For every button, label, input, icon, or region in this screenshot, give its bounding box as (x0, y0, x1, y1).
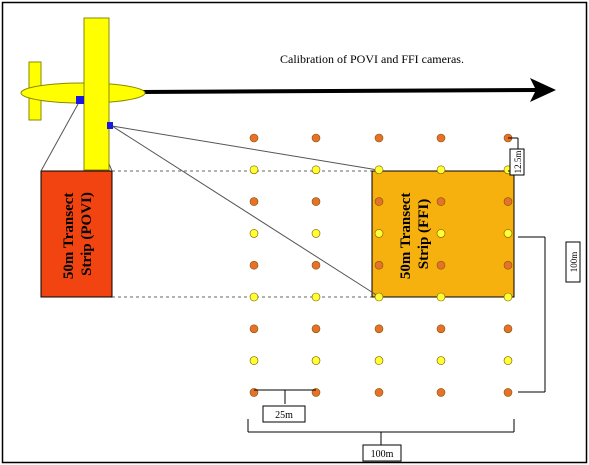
diagram-title: Calibration of POVI and FFI cameras. (280, 52, 464, 66)
sample-point-orange (311, 324, 321, 334)
sample-point-yellow (311, 229, 321, 238)
sample-point-yellow (503, 292, 513, 302)
sample-point-orange (374, 260, 384, 270)
sample-point-yellow (436, 292, 446, 302)
sample-point-orange (311, 260, 321, 270)
povi-strip-label: 50m Transect Strip (POVI) (61, 189, 95, 279)
column-spacing-label-box (262, 405, 306, 423)
sample-point-yellow (374, 356, 384, 365)
povi-strip-label-line1: 50m Transect (61, 193, 77, 280)
grid-width-label-box (362, 444, 402, 462)
aircraft-icon (20, 17, 146, 171)
dot-spacing-label: 12.5m (513, 151, 523, 174)
sample-point-orange (436, 388, 446, 397)
sample-point-yellow (374, 292, 384, 302)
sample-point-orange (436, 197, 446, 206)
sample-point-yellow (311, 165, 321, 175)
ffi-strip-label-line1: 50m Transect (398, 193, 414, 280)
sample-point-orange (436, 133, 446, 143)
dot-spacing-label-box (509, 148, 525, 176)
sample-point-yellow (503, 356, 513, 365)
sample-point-yellow (249, 165, 259, 175)
camera-icon (76, 96, 84, 104)
sample-point-yellow (249, 356, 259, 365)
sample-point-orange (249, 324, 259, 334)
sample-point-yellow (249, 292, 259, 302)
grid-width-bracket (247, 419, 515, 445)
povi-strip-label-line2: Strip (POVI) (79, 192, 95, 276)
grid-height-label: 100m (569, 252, 579, 273)
sample-point-yellow (436, 229, 446, 238)
strip-alignment-lines (112, 170, 372, 298)
grid-width-label: 100m (371, 449, 394, 460)
sample-point-orange (374, 388, 384, 397)
sample-point-orange (503, 388, 513, 397)
flight-direction-arrow-icon (139, 78, 556, 102)
sample-point-orange (249, 260, 259, 270)
ffi-strip-label: 50m Transect Strip (FFI) (398, 189, 432, 279)
sample-point-yellow (311, 292, 321, 302)
sample-point-orange (249, 197, 259, 206)
sample-point-orange (374, 133, 384, 143)
sample-point-orange (436, 260, 446, 270)
sample-point-orange (311, 133, 321, 143)
ffi-strip-label-line2: Strip (FFI) (416, 199, 432, 269)
aircraft-wing (83, 17, 110, 171)
sample-point-grid (249, 133, 513, 397)
sample-point-yellow (311, 356, 321, 365)
sample-point-orange (503, 197, 513, 206)
sample-point-yellow (249, 229, 259, 238)
camera-icon (107, 122, 113, 129)
grid-height-label-box (565, 241, 581, 283)
sample-point-orange (374, 324, 384, 334)
sample-point-orange (374, 197, 384, 206)
sample-point-yellow (503, 229, 513, 238)
sample-point-yellow (374, 165, 384, 175)
povi-strip (40, 170, 113, 298)
sample-point-orange (436, 324, 446, 334)
sample-point-orange (503, 324, 513, 334)
column-spacing-bracket (254, 389, 316, 404)
sample-point-yellow (436, 356, 446, 365)
column-spacing-label: 25m (275, 410, 293, 421)
sample-point-yellow (374, 229, 384, 238)
sample-point-orange (311, 197, 321, 206)
sample-point-orange (249, 133, 259, 143)
sample-point-orange (503, 260, 513, 270)
sample-point-yellow (436, 165, 446, 175)
grid-height-bracket (518, 236, 546, 393)
